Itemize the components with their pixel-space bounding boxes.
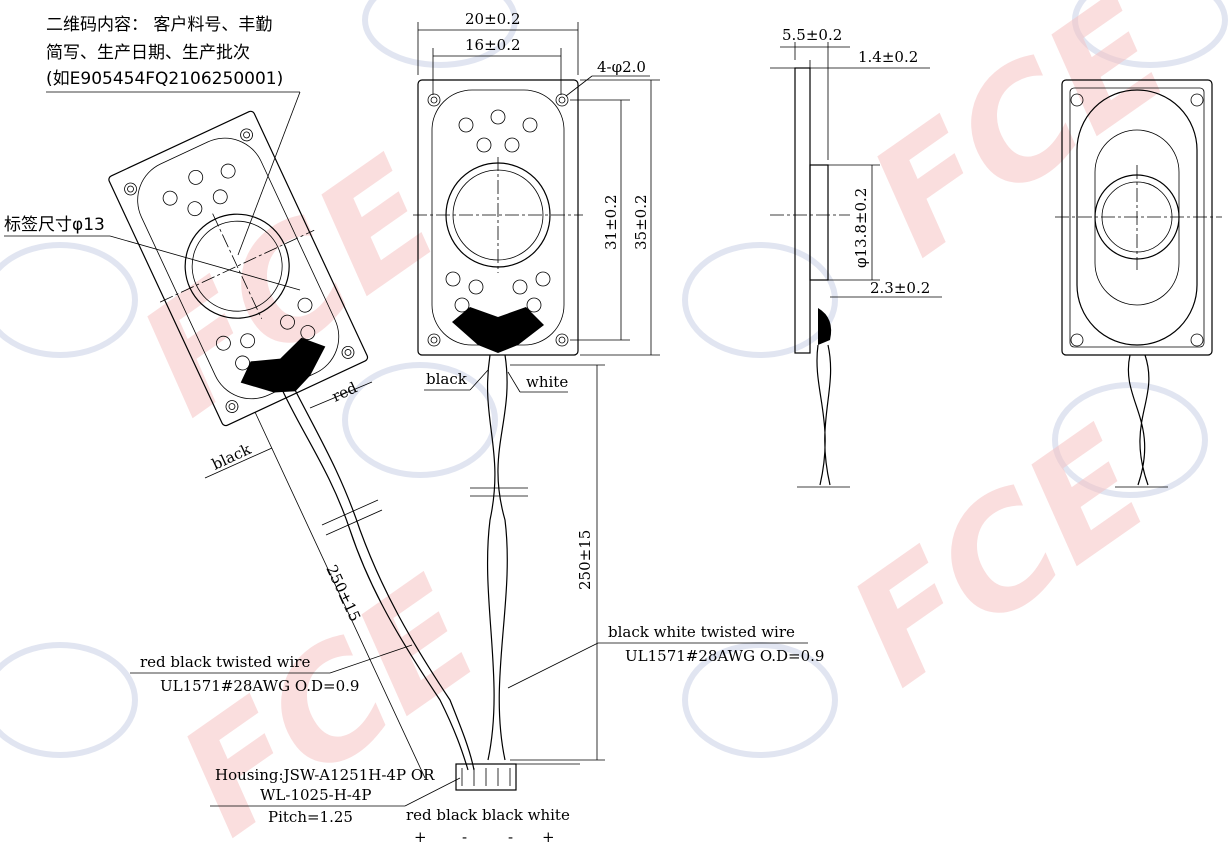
svg-text:250±15: 250±15 <box>576 530 594 590</box>
svg-text:+: + <box>414 828 427 846</box>
wire-callouts: red black twisted wire UL1571#28AWG O.D=… <box>130 623 824 695</box>
svg-text:2.3±0.2: 2.3±0.2 <box>870 279 930 297</box>
svg-text:31±0.2: 31±0.2 <box>602 194 620 250</box>
side-view: 5.5±0.2 1.4±0.2 φ13.8±0.2 2.3±0.2 <box>770 26 942 488</box>
svg-text:φ13.8±0.2: φ13.8±0.2 <box>852 188 870 268</box>
svg-text:UL1571#28AWG O.D=0.9: UL1571#28AWG O.D=0.9 <box>625 647 824 665</box>
svg-text:black white twisted wire: black white twisted wire <box>608 623 795 641</box>
svg-text:20±0.2: 20±0.2 <box>465 10 521 28</box>
svg-text:二维码内容： 客户料号、丰勤: 二维码内容： 客户料号、丰勤 <box>46 15 272 35</box>
front-view: 20±0.2 16±0.2 4-φ2.0 31±0.2 35±0.2 black… <box>412 10 660 761</box>
svg-text:+: + <box>542 828 555 846</box>
svg-text:FCE: FCE <box>111 126 469 449</box>
svg-text:white: white <box>526 373 568 391</box>
svg-text:1.4±0.2: 1.4±0.2 <box>858 48 918 66</box>
svg-text:WL-1025-H-4P: WL-1025-H-4P <box>260 786 371 804</box>
svg-text:red black black white: red black black white <box>406 806 570 824</box>
svg-text:black: black <box>426 370 468 388</box>
svg-text:16±0.2: 16±0.2 <box>465 36 521 54</box>
svg-text:red: red <box>329 378 360 405</box>
connector: Housing:JSW-A1251H-4P OR WL-1025-H-4P Pi… <box>210 763 580 846</box>
back-view <box>1055 79 1222 488</box>
svg-text:(如E905454FQ2106250001): (如E905454FQ2106250001) <box>46 69 283 89</box>
svg-text:Housing:JSW-A1251H-4P OR: Housing:JSW-A1251H-4P OR <box>215 766 435 784</box>
svg-text:4-φ2.0: 4-φ2.0 <box>597 58 646 76</box>
svg-text:35±0.2: 35±0.2 <box>632 194 650 250</box>
svg-text:Pitch=1.25: Pitch=1.25 <box>268 808 353 826</box>
watermark-text: FCE FCE FCE FCE <box>111 0 1199 862</box>
svg-text:red black twisted wire: red black twisted wire <box>140 653 310 671</box>
svg-text:UL1571#28AWG O.D=0.9: UL1571#28AWG O.D=0.9 <box>160 677 359 695</box>
qr-note: 二维码内容： 客户料号、丰勤 简写、生产日期、生产批次 (如E905454FQ2… <box>4 15 301 291</box>
svg-text:FCE: FCE <box>821 396 1179 719</box>
svg-text:FCE: FCE <box>841 0 1199 289</box>
svg-text:-: - <box>462 828 467 846</box>
watermark-logos <box>0 0 1228 758</box>
svg-text:-: - <box>508 828 513 846</box>
svg-text:简写、生产日期、生产批次: 简写、生产日期、生产批次 <box>46 43 250 63</box>
svg-text:标签尺寸φ13: 标签尺寸φ13 <box>4 215 105 235</box>
svg-text:5.5±0.2: 5.5±0.2 <box>782 26 842 44</box>
